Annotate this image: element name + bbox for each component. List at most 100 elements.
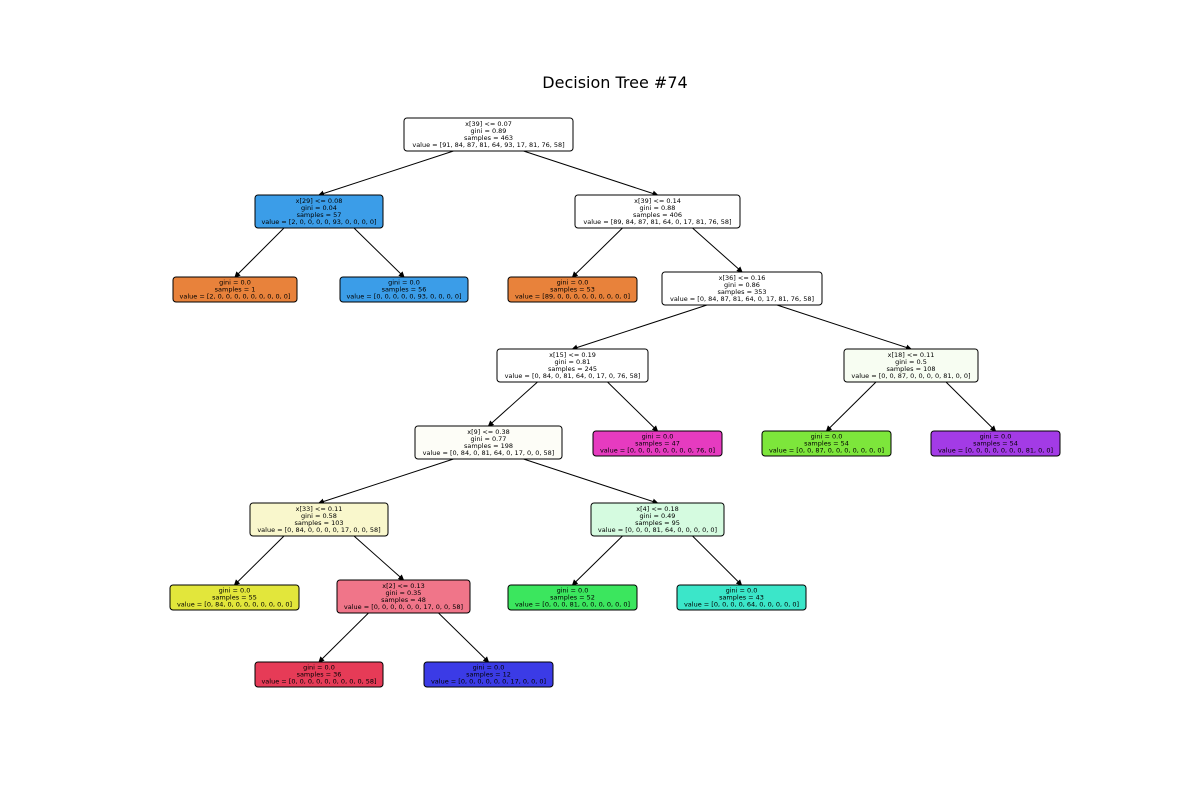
tree-node-label: value = [0, 84, 0, 0, 0, 0, 0, 0, 0, 0] [177,601,292,609]
tree-node-label: x[39] <= 0.14 [634,197,681,205]
tree-node-box [423,661,554,688]
tree-edge-n4-n5 [571,227,623,278]
tree-edge-n4-n6 [692,227,743,273]
tree-node-label: value = [89, 0, 0, 0, 0, 0, 0, 0, 0, 0] [515,293,630,301]
tree-node-label: gini = 0.0 [219,279,251,287]
tree-edge-n7-n17 [607,381,659,432]
tree-edge-n18-n19 [825,381,877,432]
tree-node-box [661,271,823,306]
tree-node-label: x[4] <= 0.18 [636,505,679,513]
tree-node-label: x[15] <= 0.19 [549,351,596,359]
tree-edge-n6-n7 [571,304,708,351]
tree-node-label: value = [0, 0, 87, 0, 0, 0, 0, 0, 0, 0] [769,447,884,455]
tree-node-label: samples = 56 [382,286,427,294]
tree-node-label: samples = 52 [550,594,595,602]
tree-edge-n9-n10 [233,535,285,586]
tree-node-label: x[9] <= 0.38 [467,428,510,436]
tree-node-box [403,117,574,152]
tree-node-label: samples = 54 [804,440,849,448]
tree-node-box [574,194,741,229]
tree-edge-n8-n14 [523,458,659,505]
tree-node-box [507,584,638,611]
tree-node-label: samples = 463 [464,134,513,142]
tree-node-box [930,430,1061,457]
tree-edge-n1-n2 [234,227,285,278]
tree-node-label: value = [0, 84, 0, 81, 64, 0, 17, 0, 76,… [505,372,641,380]
tree-node-label: value = [0, 0, 0, 0, 0, 0, 17, 0, 0, 58] [344,603,463,611]
tree-node-box [169,584,300,611]
tree-node-label: samples = 245 [548,365,597,373]
tree-node-label: samples = 12 [466,671,511,679]
tree-node-label: samples = 406 [633,211,682,219]
tree-node-box [507,276,638,303]
tree-edge-n7-n8 [487,381,538,427]
tree-node-box [336,579,471,614]
tree-node-label: gini = 0.0 [811,433,843,441]
tree-node-label: x[29] <= 0.08 [296,197,343,205]
tree-node-box [496,348,649,383]
tree-edge-n0-n1 [318,150,454,197]
tree-node-box [761,430,892,457]
tree-node-box [590,502,725,537]
tree-node-box [249,502,389,537]
tree-node-label: gini = 0.0 [473,664,505,672]
tree-node-label: value = [2, 0, 0, 0, 0, 0, 0, 0, 0, 0] [180,293,291,301]
tree-edge-n1-n3 [353,227,405,278]
tree-node-label: gini = 0.77 [471,435,507,443]
tree-node-label: gini = 0.35 [386,589,422,597]
tree-node-label: value = [0, 0, 0, 0, 0, 0, 0, 0, 76, 0] [600,447,715,455]
tree-node-label: value = [0, 84, 0, 81, 64, 0, 17, 0, 0, … [423,449,555,457]
tree-node-label: samples = 198 [464,442,513,450]
tree-node-label: samples = 54 [973,440,1018,448]
tree-node-label: gini = 0.0 [557,587,589,595]
tree-node-label: x[39] <= 0.07 [465,120,512,128]
tree-node-label: samples = 57 [297,211,342,219]
tree-node-label: gini = 0.0 [980,433,1012,441]
tree-node-label: samples = 95 [635,519,680,527]
tree-node-label: gini = 0.0 [557,279,589,287]
tree-node-box [843,348,979,383]
tree-node-label: gini = 0.89 [471,127,507,135]
tree-node-box [676,584,807,611]
tree-node-label: x[18] <= 0.11 [888,351,935,359]
tree-node-label: gini = 0.0 [388,279,420,287]
tree-node-label: gini = 0.5 [895,358,927,366]
tree-node-label: value = [0, 0, 0, 0, 0, 0, 0, 0, 0, 58] [261,678,376,686]
tree-node-label: value = [0, 0, 87, 0, 0, 0, 0, 81, 0, 0] [851,372,970,380]
tree-node-label: gini = 0.0 [303,664,335,672]
tree-edge-n18-n20 [945,381,997,432]
tree-node-box [254,194,384,229]
diagram-title: Decision Tree #74 [542,73,687,92]
tree-edge-n14-n16 [692,535,743,586]
tree-node-label: gini = 0.58 [301,512,337,520]
tree-node-label: samples = 48 [381,596,426,604]
tree-node-label: x[33] <= 0.11 [296,505,343,513]
tree-node-label: gini = 0.04 [301,204,337,212]
tree-edge-n6-n18 [776,304,912,351]
tree-node-box [254,661,384,688]
tree-node-label: value = [0, 0, 0, 81, 64, 0, 0, 0, 0, 0] [598,526,717,534]
tree-node-label: samples = 47 [635,440,680,448]
tree-node-box [592,430,723,457]
tree-node-label: value = [89, 84, 87, 81, 64, 0, 17, 81, … [583,218,731,226]
edges-layer [233,150,997,663]
tree-node-label: value = [0, 84, 87, 81, 64, 0, 17, 81, 7… [670,295,814,303]
